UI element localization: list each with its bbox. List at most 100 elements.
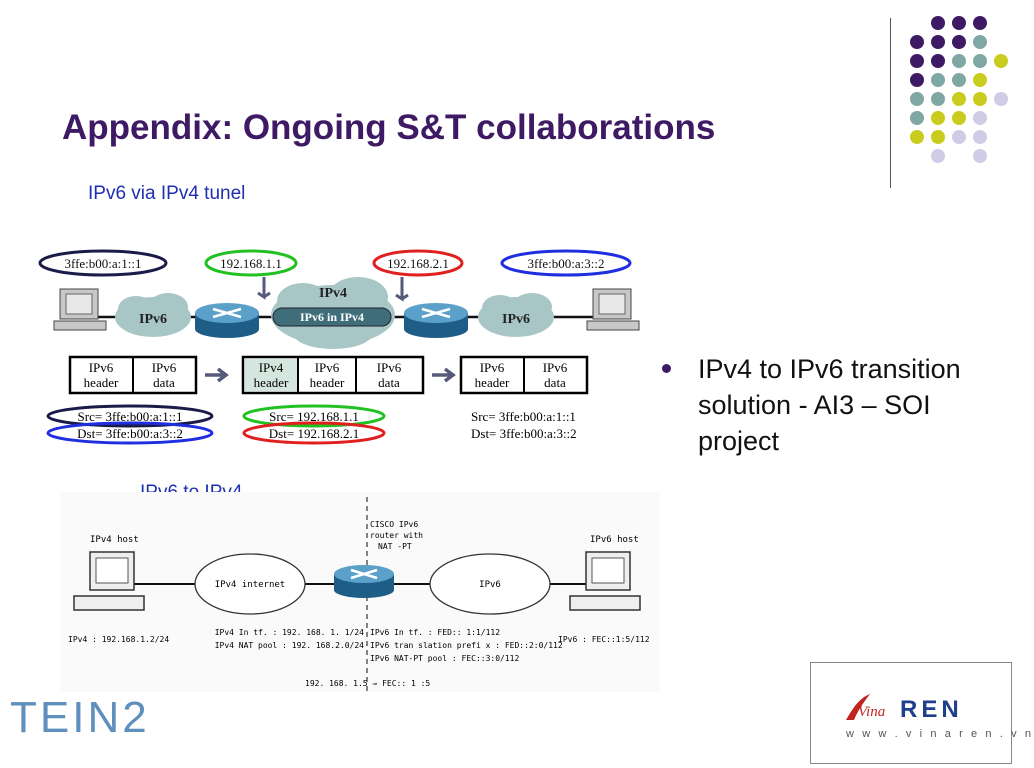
tein2-logo: TEIN2 (10, 693, 150, 742)
decorative-dot (973, 149, 987, 163)
ipv4-host-computer-icon (73, 551, 145, 611)
dst-center-text: Dst= 192.168.2.1 (269, 426, 359, 441)
router2-address-text: 192.168.2.1 (387, 256, 449, 271)
ipv4-internet-cloud-label: IPv4 internet (215, 580, 285, 590)
left-address-text: 3ffe:b00:a:1::1 (64, 256, 141, 271)
decorative-dot (931, 16, 945, 30)
decorative-dot (973, 111, 987, 125)
oval-dst-center (242, 421, 386, 445)
packet-center (241, 355, 425, 395)
router1-address-text: 192.168.1.1 (220, 256, 282, 271)
ipv6-nat-pt-pool: IPv6 NAT-PT pool : FEC::3:0/112 (370, 654, 519, 663)
packet-left (68, 355, 198, 395)
router-desc-l3: NAT -PT (378, 542, 412, 551)
ipv6-interface: IPv6 In tf. : FED:: 1:1/112 (370, 628, 500, 637)
vinaren-url: w w w . v i n a r e n . v n (846, 728, 1034, 740)
router-left-icon (195, 303, 259, 338)
src-left-text: Src= 3ffe:b00:a:1::1 (78, 409, 183, 424)
router-right-icon (404, 303, 468, 338)
decorative-dot (931, 130, 945, 144)
arrow-to-router2 (395, 277, 409, 302)
bullet-text: IPv4 to IPv6 transition solution - AI3 –… (698, 354, 961, 456)
tunnel-diagram: 3ffe:b00:a:1::1 192.168.1.1 192.168.2.1 … (38, 249, 640, 445)
arrow-right-2 (432, 367, 456, 383)
vinaren-script-text: Vina (858, 704, 885, 720)
tunnel-pipe (272, 307, 392, 327)
decorative-dot (931, 149, 945, 163)
ipv6-translation-prefix: IPv6 tran slation prefi x : FED::2:0/112 (370, 641, 563, 650)
vinaren-logo-frame (810, 662, 1012, 764)
cloud-right-label: IPv6 (502, 312, 530, 327)
decorative-dot (931, 73, 945, 87)
bullet-item: IPv4 to IPv6 transition solution - AI3 –… (662, 352, 1007, 460)
right-address-text: 3ffe:b00:a:3::2 (527, 256, 604, 271)
decorative-dot (910, 92, 924, 106)
cloud-right-icon (478, 293, 554, 337)
computer-left-icon (53, 288, 107, 331)
packet-center-header-l1: IPv6 (315, 360, 340, 375)
decorative-dot (952, 16, 966, 30)
ipv4-internet-cloud-icon (194, 553, 306, 615)
arrow-right-1 (205, 367, 229, 383)
decorative-dot (973, 130, 987, 144)
dst-left-text: Dst= 3ffe:b00:a:3::2 (77, 426, 183, 441)
ipv4-interface: IPv4 In tf. : 192. 168. 1. 1/24 (215, 628, 364, 637)
oval-router1-address (204, 249, 298, 277)
decorative-dot (910, 54, 924, 68)
packet-left-data-l1: IPv6 (152, 360, 177, 375)
packet-right-header-l1: IPv6 (480, 360, 505, 375)
packet-center-data-l2: data (378, 375, 400, 390)
ipv4-nat-pool: IPv4 NAT pool : 192. 168.2.0/24 (215, 641, 364, 650)
decorative-dot (910, 111, 924, 125)
vinaren-logo: Vina REN (846, 694, 963, 723)
oval-src-center (242, 404, 386, 428)
vertical-divider (890, 18, 891, 188)
ipv4-host-label: IPv4 host (90, 535, 139, 545)
dst-right-text: Dst= 3ffe:b00:a:3::2 (471, 426, 577, 441)
address-mapping: 192. 168. 1.5 ⇒ FEC:: 1 :5 (305, 679, 430, 688)
decorative-dot-grid (910, 16, 1008, 163)
packet-center-ipv4-l1: IPv4 (259, 360, 284, 375)
computer-right-icon (586, 288, 640, 331)
packet-center-header-l2: header (310, 375, 345, 390)
router-desc-l2: router with (370, 531, 423, 540)
packet-right-data-l1: IPv6 (543, 360, 568, 375)
decorative-dot (952, 92, 966, 106)
oval-left-address (38, 249, 168, 277)
packet-right-header-l2: header (475, 375, 510, 390)
decorative-dot (931, 54, 945, 68)
cloud-center-label: IPv4 (319, 286, 347, 301)
slide-title: Appendix: Ongoing S&T collaborations (62, 108, 716, 147)
decorative-dot (994, 54, 1008, 68)
router-desc-l1: CISCO IPv6 (370, 520, 418, 529)
decorative-dot (952, 73, 966, 87)
decorative-dot (931, 111, 945, 125)
decorative-dot (931, 92, 945, 106)
decorative-dot (973, 35, 987, 49)
decorative-dot (952, 35, 966, 49)
tunnel-caption: IPv6 via IPv4 tunel (88, 183, 246, 204)
ipv6-cloud-label: IPv6 (479, 580, 501, 590)
decorative-dot (910, 35, 924, 49)
packet-center-data-l1: IPv6 (377, 360, 402, 375)
arrow-to-router1 (257, 277, 271, 300)
packet-right-data-l2: data (544, 375, 566, 390)
decorative-dot (973, 16, 987, 30)
decorative-dot (952, 54, 966, 68)
oval-right-address (500, 249, 632, 277)
ipv6-cloud-icon (429, 553, 551, 615)
decorative-dot (931, 35, 945, 49)
decorative-dot (973, 73, 987, 87)
decorative-dot (910, 130, 924, 144)
packet-left-header-l2: header (84, 375, 119, 390)
oval-dst-left (46, 421, 214, 445)
cloud-left-label: IPv6 (139, 312, 167, 327)
decorative-dot (973, 54, 987, 68)
packet-right (459, 355, 589, 395)
tunnel-label: IPv6 in IPv4 (300, 310, 364, 324)
vinaren-ren-text: REN (900, 696, 963, 723)
decorative-dot (973, 92, 987, 106)
src-right-text: Src= 3ffe:b00:a:1::1 (471, 409, 576, 424)
packet-left-header-l1: IPv6 (89, 360, 114, 375)
oval-src-left (46, 404, 214, 428)
